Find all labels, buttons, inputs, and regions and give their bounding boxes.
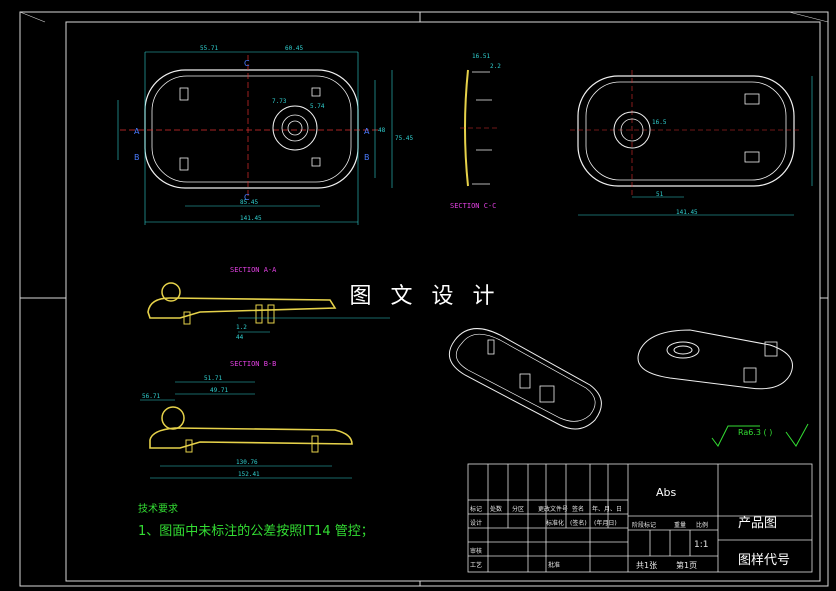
dim-offset2: 5.74 — [310, 103, 325, 110]
approve-label: 批准 — [548, 562, 561, 569]
dim-top-left: 55.71 — [200, 45, 218, 52]
title-block — [467, 463, 813, 573]
dim-bb-c: 56.71 — [142, 393, 160, 400]
label-c-bottom: C — [244, 193, 250, 202]
label-a-right: A — [364, 127, 370, 136]
section-c-view: 16.51 2.2 — [460, 53, 501, 187]
watermark-banner: 图 文 设 计 — [340, 278, 510, 316]
design-label: 设计 — [470, 520, 483, 527]
dim-bb-a: 51.71 — [204, 375, 222, 382]
row-label-date: 年、月、日 — [592, 506, 623, 513]
isometric-view-inside — [448, 328, 602, 430]
row-label-sign: 签名 — [572, 506, 585, 513]
material-field: Abs — [656, 486, 677, 499]
label-a-left: A — [134, 127, 140, 136]
tech-req-item: 1、图面中未标注的公差按照IT14 管控； — [138, 524, 374, 539]
dim-bb-total: 152.41 — [238, 471, 260, 478]
isometric-view-outside — [637, 329, 793, 390]
sign-label: (签名) — [570, 520, 587, 527]
sheet-number: 第1页 — [676, 561, 698, 570]
dim-aa-w: 44 — [236, 334, 244, 341]
label-b-right: B — [364, 153, 370, 162]
row-label-change: 更改文件号 — [538, 506, 569, 513]
dim-right-d1: 51 — [656, 191, 664, 198]
section-c-label: SECTION C-C — [450, 202, 497, 210]
dim-h2: 48 — [378, 127, 386, 134]
top-view: 55.71 60.45 141.45 85.45 7.73 5.74 75.45… — [117, 45, 413, 225]
weight-label: 重量 — [674, 522, 687, 529]
sheet-frame — [19, 11, 829, 587]
section-a-label: SECTION A-A — [230, 266, 277, 274]
dim-bb-inner: 130.76 — [236, 459, 258, 466]
dim-right-w: 141.45 — [676, 209, 698, 216]
section-a-view: 1.2 44 — [147, 282, 390, 341]
dim-mid: 85.45 — [240, 199, 258, 206]
dim-aa-h: 1.2 — [236, 324, 247, 331]
stage-mark-label: 阶段标记 — [632, 522, 657, 529]
label-c-top: C — [244, 59, 250, 68]
tech-req-heading: 技术要求 — [138, 504, 178, 515]
drawing-number: 图样代号 — [738, 553, 791, 568]
dim-top-width: 141.45 — [240, 215, 262, 222]
dim-offset1: 7.73 — [272, 98, 287, 105]
date-label: (年月日) — [594, 520, 617, 527]
dim-height: 75.45 — [395, 135, 413, 142]
section-b-view: 152.41 130.76 51.71 49.71 56.71 — [140, 375, 353, 479]
sheets-total: 共1张 — [636, 561, 658, 570]
process-label: 工艺 — [470, 562, 483, 569]
ratio-label: 比例 — [696, 522, 709, 529]
roughness-symbol — [711, 423, 809, 447]
label-b-left: B — [134, 153, 140, 162]
row-label-count: 处数 — [490, 506, 503, 513]
dim-right-d2: 16.5 — [652, 119, 667, 126]
row-label-mark: 标记 — [470, 506, 483, 513]
section-b-label: SECTION B-B — [230, 360, 277, 368]
standard-label: 标准化 — [546, 520, 565, 527]
dim-cc-h: 2.2 — [490, 63, 501, 70]
dim-bb-b: 49.71 — [210, 387, 228, 394]
back-view: 141.45 51 16.5 — [570, 70, 813, 216]
row-label-zone: 分区 — [512, 506, 525, 513]
check-label: 审核 — [470, 548, 483, 555]
dim-top-right: 60.45 — [285, 45, 303, 52]
part-name: 产品图 — [738, 516, 778, 531]
scale-value: 1:1 — [694, 540, 709, 550]
dim-cc-w: 16.51 — [472, 53, 490, 60]
roughness-label: Ra6.3 ( ) — [738, 428, 773, 437]
